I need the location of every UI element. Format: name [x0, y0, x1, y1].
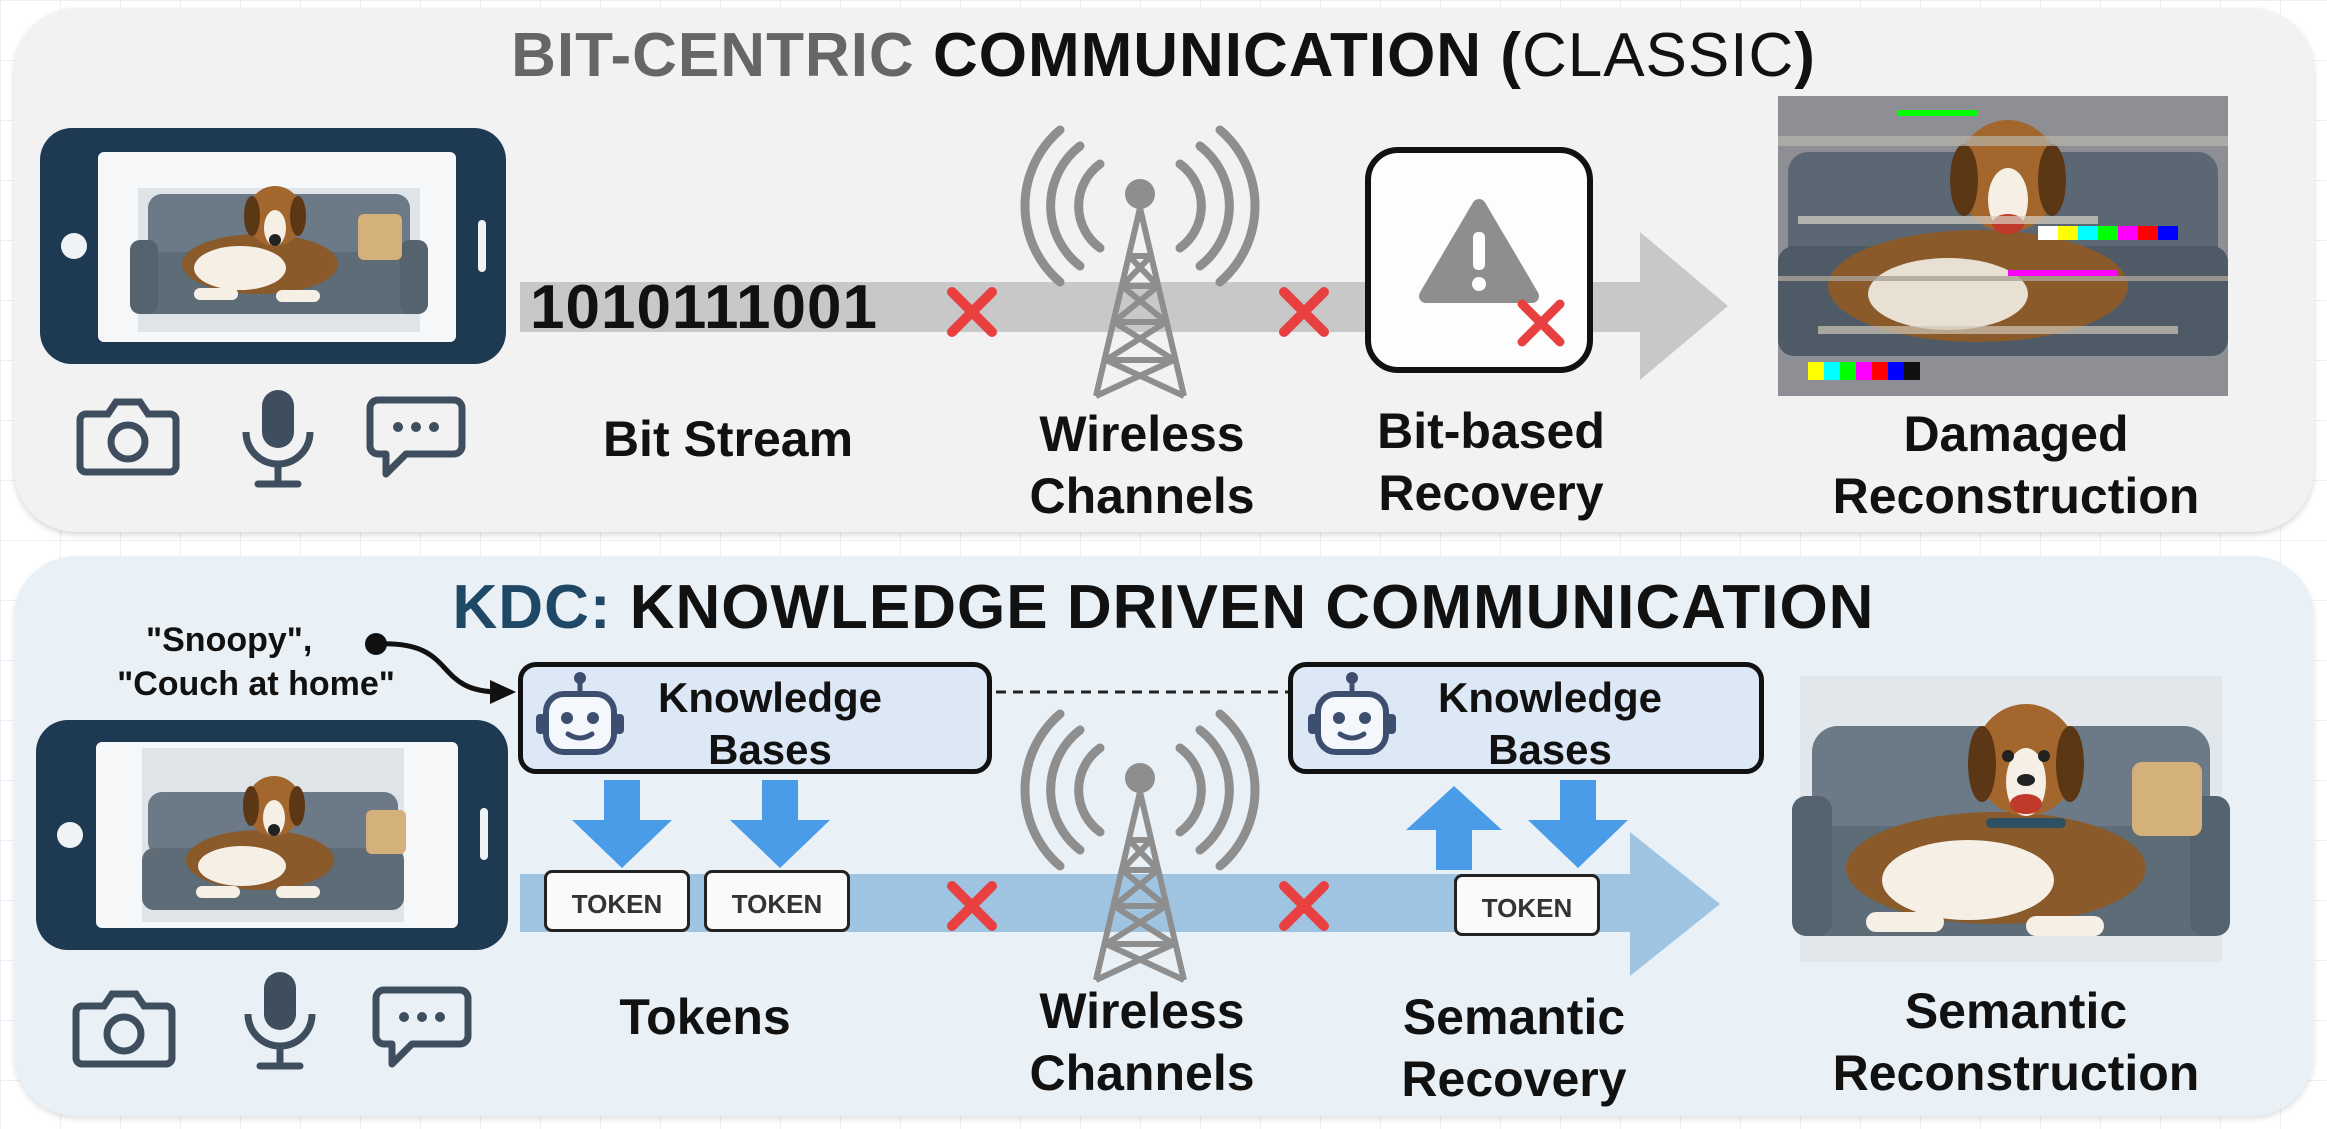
- semantic-reconstruction-image: [1792, 676, 2230, 962]
- microphone-icon: [244, 972, 316, 1070]
- wireless-tower-icon: [1020, 125, 1260, 399]
- bit-stream-value: 1010111001: [530, 273, 878, 342]
- error-cross-icon: [1279, 287, 1329, 337]
- bit-stream-label: Bit Stream: [602, 411, 854, 467]
- error-cross-icon: [947, 881, 997, 931]
- knowledge-hint-text: "Snoopy", "Couch at home": [117, 621, 395, 703]
- robot-icon: [1308, 672, 1396, 755]
- semantic-recovery-label: Semantic Recovery: [1401, 989, 1627, 1107]
- bit-centric-title: BIT-CENTRIC COMMUNICATION (CLASSIC): [511, 21, 1816, 90]
- camera-icon: [72, 990, 176, 1068]
- error-cross-icon: [1279, 881, 1329, 931]
- damaged-reconstruction-label: Damaged Reconstruction: [1832, 406, 2200, 524]
- phone-icon: [36, 720, 508, 950]
- wireless-tower-icon: [1020, 709, 1260, 983]
- token-chip: TOKEN: [704, 870, 850, 932]
- token-chip: TOKEN: [544, 870, 690, 932]
- bit-recovery-box: [1365, 147, 1593, 373]
- wireless-channels-label: Wireless Channels: [1029, 406, 1255, 524]
- wireless-channels-label: Wireless Channels: [1029, 983, 1255, 1101]
- camera-icon: [76, 398, 180, 476]
- kb-to-token-arrow: [1528, 780, 1628, 868]
- message-icon: [372, 986, 472, 1068]
- message-icon: [366, 396, 466, 478]
- phone-icon: [40, 128, 506, 364]
- microphone-icon: [242, 390, 314, 488]
- kb-to-token-arrow: [730, 780, 830, 868]
- robot-icon: [536, 672, 624, 755]
- error-cross-icon: [947, 287, 997, 337]
- bit-recovery-label: Bit-based Recovery: [1377, 403, 1605, 521]
- token-chip: TOKEN: [1454, 874, 1600, 936]
- kdc-title: KDC: KNOWLEDGE DRIVEN COMMUNICATION: [452, 573, 1875, 642]
- damaged-reconstruction-image: [1778, 96, 2228, 396]
- knowledge-base-right-label: Knowledge Bases: [1437, 674, 1662, 773]
- semantic-reconstruction-label: Semantic Reconstruction: [1832, 983, 2200, 1101]
- knowledge-base-left-label: Knowledge Bases: [657, 674, 882, 773]
- token-to-kb-arrow: [1406, 786, 1502, 870]
- kb-to-token-arrow: [572, 780, 672, 868]
- tokens-label: Tokens: [619, 989, 791, 1045]
